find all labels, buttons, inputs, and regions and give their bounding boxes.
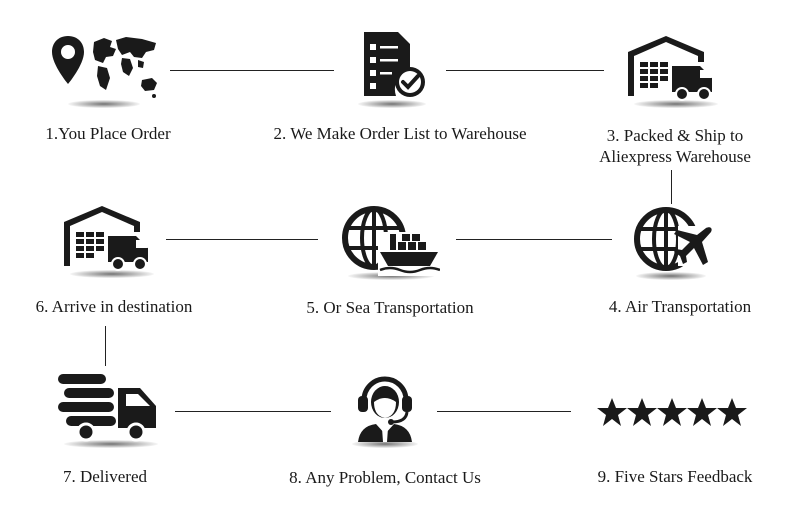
- step-9-label: 9. Five Stars Feedback: [597, 467, 753, 486]
- step-8-label: 8. Any Problem, Contact Us: [289, 468, 481, 487]
- connector-4-5: [456, 239, 612, 240]
- step-2-label: 2. We Make Order List to Warehouse: [273, 124, 527, 143]
- five-stars-icon: [597, 398, 747, 426]
- step-1-label: 1.You Place Order: [45, 124, 171, 143]
- step-5-label: 5. Or Sea Transportation: [306, 298, 474, 317]
- step-7-label: 7. Delivered: [62, 467, 148, 486]
- connector-7-8: [175, 411, 331, 412]
- connector-8-9: [437, 411, 571, 412]
- checklist-document-icon: [364, 32, 425, 97]
- connector-1-2: [170, 70, 334, 71]
- globe-airplane-icon: [634, 207, 714, 271]
- map-location-pin-icon: [52, 36, 157, 98]
- delivery-truck-icon: [58, 374, 156, 442]
- step-6-label: 6. Arrive in destination: [35, 297, 193, 316]
- globe-ship-icon: [342, 206, 440, 276]
- step-4-label: 4. Air Transportation: [608, 297, 752, 316]
- warehouse-truck-icon: [628, 36, 712, 101]
- step-3-label-line2: Aliexpress Warehouse: [599, 147, 751, 166]
- step-3-label-line1: 3. Packed & Ship to: [606, 126, 744, 145]
- connector-6-7: [105, 326, 106, 366]
- connector-3-4: [671, 170, 672, 204]
- connector-5-6: [166, 239, 318, 240]
- warehouse-truck-icon: [64, 206, 148, 271]
- connector-2-3: [446, 70, 604, 71]
- customer-service-headset-icon: [358, 376, 412, 442]
